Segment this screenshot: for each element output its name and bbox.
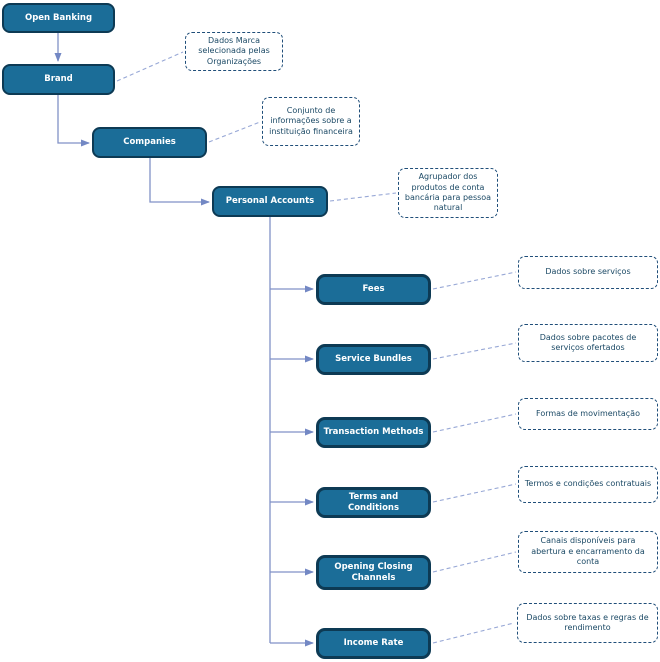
link-incomerate-annotation — [432, 622, 515, 644]
edge-brand-companies — [57, 95, 90, 147]
node-income-rate-label: Income Rate — [343, 638, 404, 649]
link-servicebundles-annotation — [432, 342, 517, 360]
annotation-terms-and-conditions-text: Termos e condições contratuais — [524, 479, 652, 489]
annotation-service-bundles: Dados sobre pacotes de serviços ofertado… — [518, 324, 658, 362]
annotation-service-bundles-text: Dados sobre pacotes de serviços ofertado… — [539, 332, 637, 352]
node-open-banking[interactable]: Open Banking — [2, 3, 115, 33]
node-brand[interactable]: Brand — [2, 64, 115, 95]
link-brand-annotation — [116, 51, 184, 82]
node-companies-label: Companies — [123, 137, 176, 148]
node-transaction-methods[interactable]: Transaction Methods — [316, 417, 431, 448]
annotation-opening-closing-channels-text: Canais disponíveis para abertura e encar… — [531, 536, 645, 567]
node-fees-label: Fees — [362, 284, 385, 295]
annotation-income-rate-text: Dados sobre taxas e regras de rendimento — [526, 612, 649, 632]
node-service-bundles-label: Service Bundles — [335, 354, 412, 365]
annotation-fees-text: Dados sobre serviços — [545, 267, 631, 277]
node-personal-accounts-label: Personal Accounts — [225, 196, 315, 207]
annotation-personal-accounts-text: Agrupador dos produtos de conta bancária… — [404, 172, 492, 213]
node-transaction-methods-label: Transaction Methods — [323, 427, 424, 438]
annotation-companies: Conjunto de informações sobre a institui… — [262, 97, 360, 146]
node-open-banking-label: Open Banking — [24, 12, 93, 23]
link-termsconditions-annotation — [432, 483, 517, 503]
link-openingclosing-annotation — [432, 551, 517, 573]
node-fees[interactable]: Fees — [316, 274, 431, 305]
annotation-transaction-methods: Formas de movimentação — [518, 398, 658, 430]
annotation-transaction-methods-text: Formas de movimentação — [536, 408, 640, 418]
node-terms-and-conditions[interactable]: Terms and Conditions — [316, 487, 431, 518]
link-companies-annotation — [208, 121, 261, 143]
annotation-brand-text: Dados Marca selecionada pelas Organizaçõ… — [198, 35, 270, 66]
link-transactionmethods-annotation — [432, 413, 517, 433]
node-service-bundles[interactable]: Service Bundles — [316, 344, 431, 375]
annotation-personal-accounts: Agrupador dos produtos de conta bancária… — [398, 168, 498, 218]
node-terms-and-conditions-label: Terms and Conditions — [347, 491, 400, 513]
annotation-companies-text: Conjunto de informações sobre a institui… — [269, 105, 353, 136]
annotation-income-rate: Dados sobre taxas e regras de rendimento — [517, 603, 658, 643]
link-fees-annotation — [432, 271, 517, 290]
edge-companies-personalaccounts — [149, 158, 210, 206]
annotation-brand: Dados Marca selecionada pelas Organizaçõ… — [185, 32, 283, 71]
node-opening-closing-channels-label: Opening Closing Channels — [334, 561, 413, 583]
node-opening-closing-channels[interactable]: Opening Closing Channels — [316, 555, 431, 590]
annotation-fees: Dados sobre serviços — [518, 256, 658, 289]
link-personalaccounts-annotation — [329, 192, 397, 202]
node-income-rate[interactable]: Income Rate — [316, 628, 431, 659]
annotation-terms-and-conditions: Termos e condições contratuais — [518, 466, 658, 503]
node-companies[interactable]: Companies — [92, 127, 207, 158]
node-brand-label: Brand — [44, 74, 73, 85]
annotation-opening-closing-channels: Canais disponíveis para abertura e encar… — [518, 531, 658, 573]
node-personal-accounts[interactable]: Personal Accounts — [212, 186, 328, 217]
